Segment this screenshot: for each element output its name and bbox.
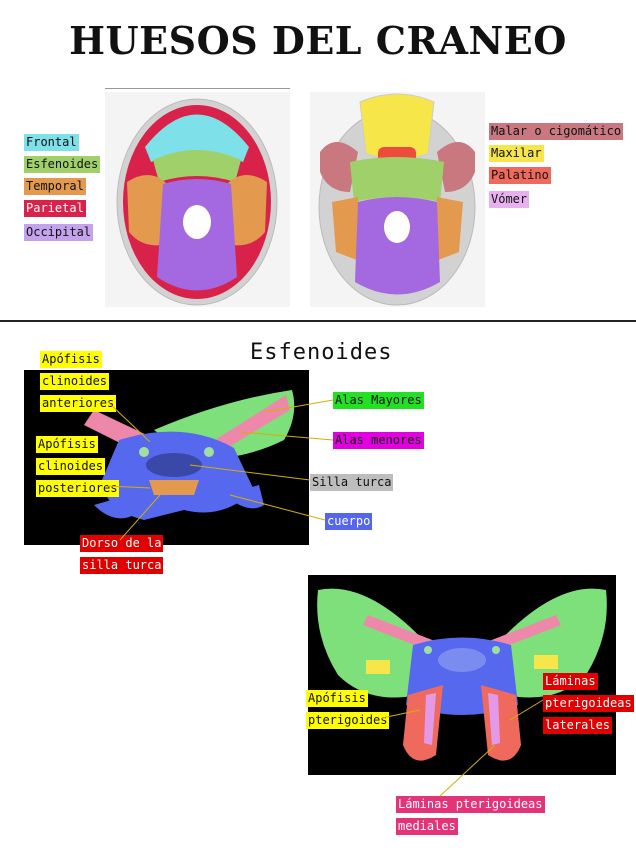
panel2-leader-lines [0, 0, 636, 848]
